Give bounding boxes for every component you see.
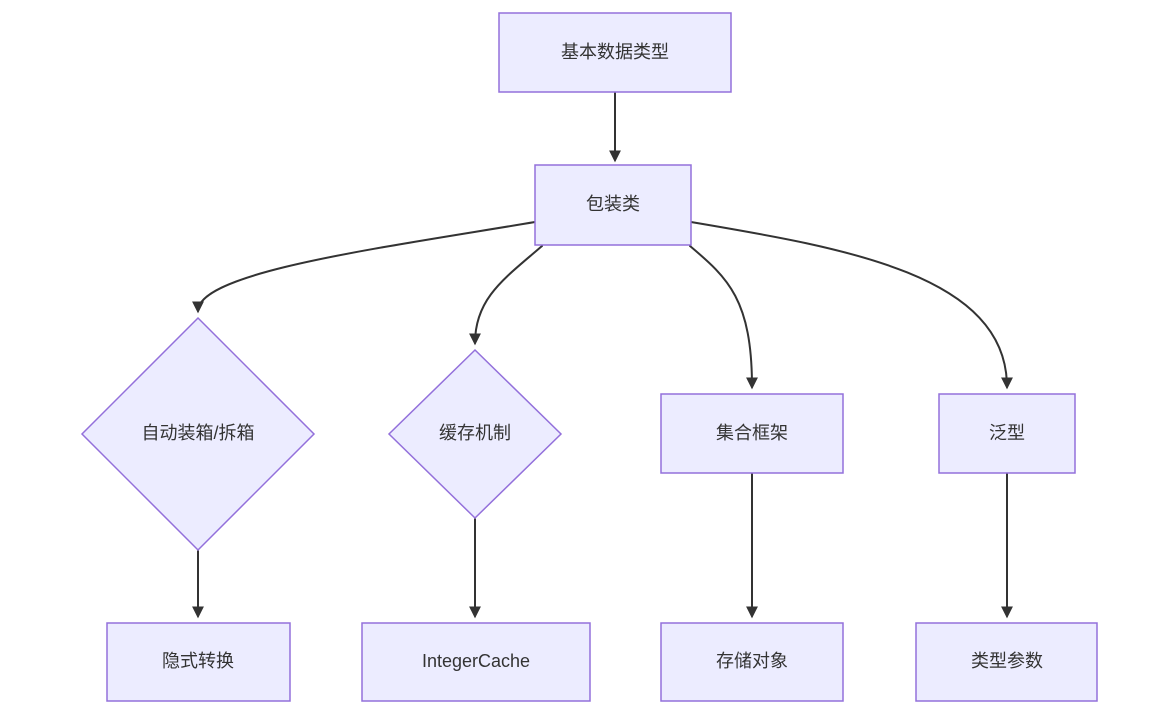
edge-wrapper-to-autoboxing [192,221,536,314]
edge-wrapper-to-cache [469,245,543,346]
node-integercache-shape [361,622,591,702]
node-wrapper-label: 包装类 [586,194,640,215]
node-autoboxing-label: 自动装箱/拆箱 [141,423,255,444]
node-typeparams-label: 类型参数 [971,651,1043,672]
node-basic-types-shape [498,12,732,93]
node-cache-label: 缓存机制 [439,423,511,444]
node-store-label: 存储对象 [716,651,788,672]
node-generics-shape [938,393,1076,474]
node-basic-types-label: 基本数据类型 [561,42,669,63]
node-cache-shape [387,348,563,520]
node-integercache-label: IntegerCache [421,651,531,672]
node-implicit-shape [106,622,291,702]
node-store-shape [660,622,844,702]
node-typeparams-shape [915,622,1098,702]
edge-wrapper-to-generics [690,221,1013,390]
node-generics-label: 泛型 [989,423,1025,444]
node-implicit-label: 隐式转换 [162,651,234,672]
node-collections-label: 集合框架 [716,423,788,444]
node-autoboxing-shape [80,316,316,552]
node-collections-shape [660,393,844,474]
node-wrapper-shape [534,164,692,246]
edge-wrapper-to-collections [689,245,758,390]
